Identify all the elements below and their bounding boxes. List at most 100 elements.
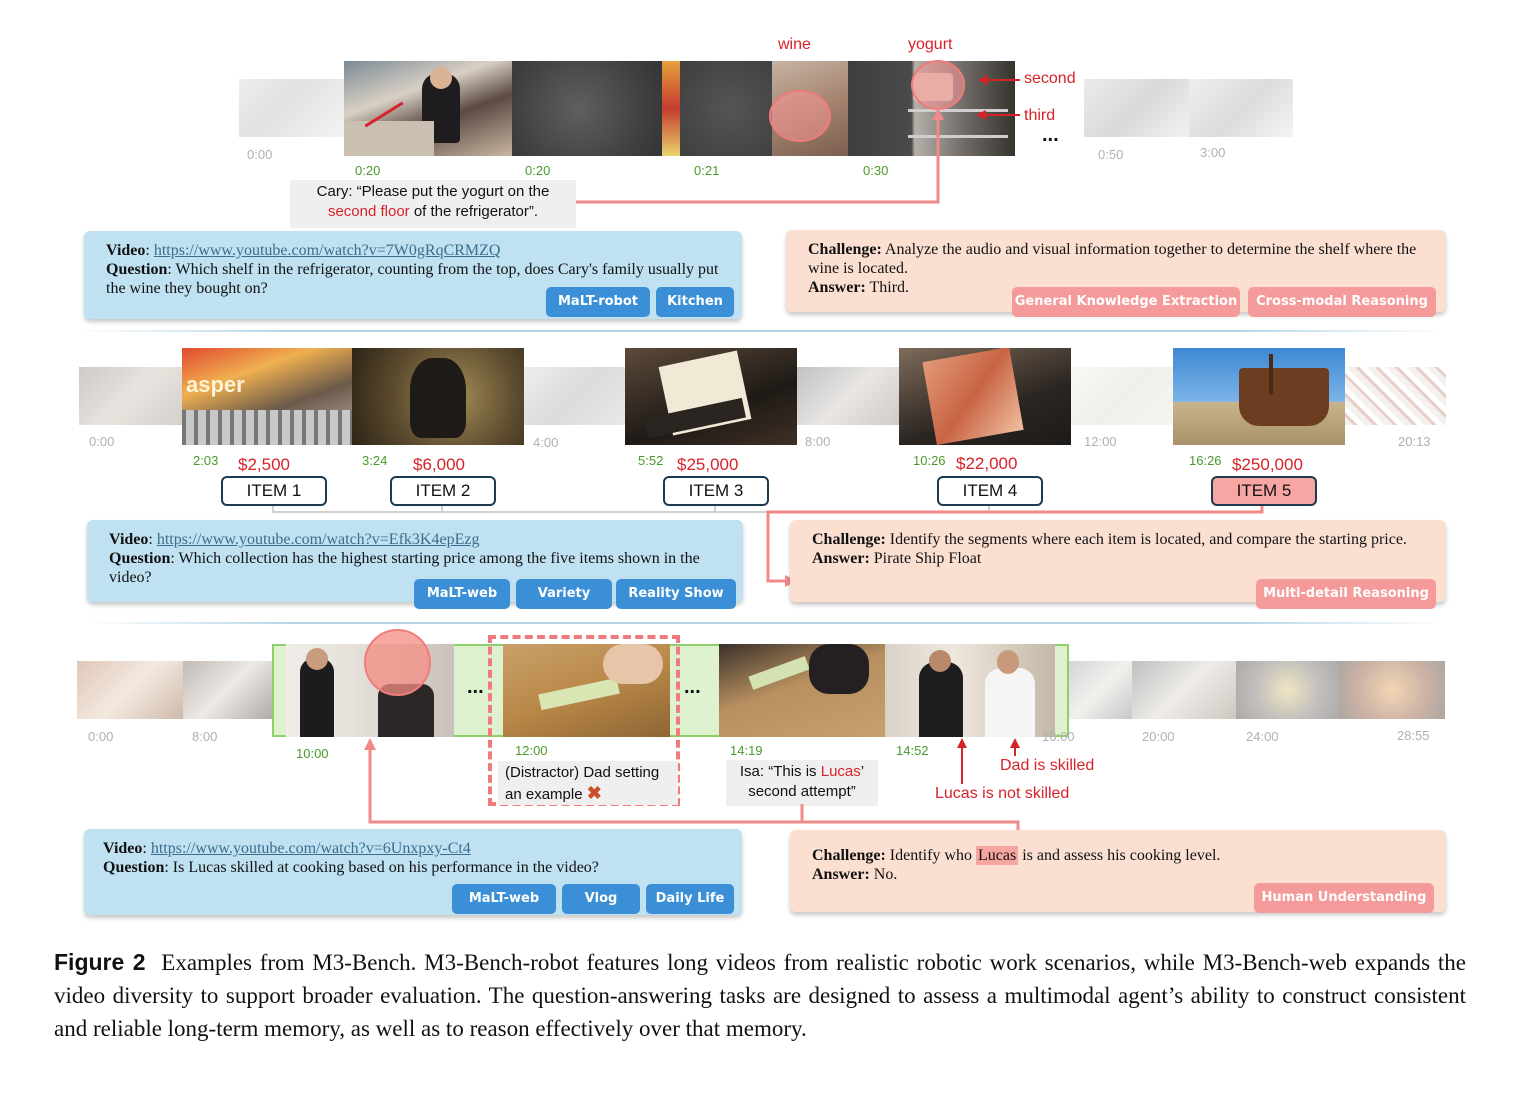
quote-text: of the refrigerator”. bbox=[413, 203, 539, 220]
wine-label: wine bbox=[778, 36, 811, 53]
challenge-text: is and assess his cooking level. bbox=[1022, 847, 1221, 864]
timestamp: 3:00 bbox=[1200, 145, 1226, 160]
item-1-box: ITEM 1 bbox=[221, 476, 327, 506]
frame-thumbnail bbox=[352, 348, 524, 445]
lucas-not-skilled-label: Lucas is not skilled bbox=[935, 785, 1070, 802]
timestamp: 28:55 bbox=[1397, 728, 1430, 743]
frame-thumbnail bbox=[524, 367, 625, 425]
tag-multi-detail-reasoning: Multi-detail Reasoning bbox=[1256, 579, 1436, 609]
frame-thumbnail bbox=[797, 367, 899, 425]
answer-label: Answer: bbox=[808, 279, 866, 296]
frame-thumbnail bbox=[1132, 661, 1236, 719]
distractor-text: (Distractor) Dad setting bbox=[505, 764, 660, 781]
row1-challenge-panel: Challenge: Analyze the audio and visual … bbox=[786, 230, 1446, 317]
challenge-text: Analyze the audio and visual information… bbox=[808, 241, 1417, 277]
quote-highlight: second floor bbox=[327, 203, 410, 220]
item-3-box: ITEM 3 bbox=[663, 476, 769, 506]
quote-text: second attempt” bbox=[748, 783, 856, 800]
ellipsis-text: ... bbox=[684, 676, 701, 698]
answer-label: Answer: bbox=[812, 866, 870, 883]
timestamp: 10:00 bbox=[296, 746, 329, 761]
answer-label: Answer: bbox=[812, 550, 870, 567]
distractor-text: an example bbox=[505, 786, 583, 803]
frame-thumbnail bbox=[1071, 367, 1173, 425]
timestamp: 0:20 bbox=[525, 163, 551, 178]
tag-kitchen: Kitchen bbox=[656, 287, 734, 317]
ellipsis-text: ... bbox=[1042, 124, 1059, 146]
row2-challenge-panel: Challenge: Identify the segments where e… bbox=[790, 520, 1446, 609]
timestamp: 3:24 bbox=[362, 453, 388, 468]
question-label: Question bbox=[106, 261, 168, 278]
challenge-label: Challenge: bbox=[812, 531, 886, 548]
timestamp: 16:26 bbox=[1189, 453, 1222, 468]
timestamp: 12:00 bbox=[1084, 434, 1117, 449]
row1-video-panel: Video: https://www.youtube.com/watch?v=7… bbox=[84, 231, 742, 319]
timestamp: 0:30 bbox=[863, 163, 889, 178]
timestamp: 14:19 bbox=[730, 743, 763, 758]
frame-thumbnail bbox=[1345, 367, 1446, 425]
timestamp: 14:52 bbox=[896, 743, 929, 758]
row-separator bbox=[84, 622, 1446, 624]
challenge-text: Identify who bbox=[889, 847, 972, 864]
video-link[interactable]: https://www.youtube.com/watch?v=7W0gRqCR… bbox=[153, 242, 501, 259]
tag-daily-life: Daily Life bbox=[646, 884, 734, 914]
frame-thumbnail bbox=[77, 661, 183, 719]
figure-label: Figure 2 bbox=[54, 949, 146, 975]
answer-text: No. bbox=[873, 866, 898, 883]
wine-highlight-circle bbox=[769, 90, 831, 142]
answer-text: Third. bbox=[869, 279, 910, 296]
item-2-box: ITEM 2 bbox=[390, 476, 496, 506]
price-label: $6,000 bbox=[413, 455, 465, 474]
question-label: Question bbox=[103, 859, 165, 876]
timestamp: 2:03 bbox=[193, 453, 219, 468]
timestamp: 0:00 bbox=[89, 434, 115, 449]
row3-video-panel: Video: https://www.youtube.com/watch?v=6… bbox=[84, 829, 742, 915]
video-label: Video bbox=[106, 242, 146, 259]
quote-text: Isa: “This is bbox=[739, 763, 817, 780]
frame-thumbnail bbox=[885, 644, 1055, 737]
row3-challenge-panel: Challenge: Identify who Lucas is and ass… bbox=[790, 830, 1446, 913]
timestamp: 8:00 bbox=[192, 729, 218, 744]
timestamp: 0:20 bbox=[355, 163, 381, 178]
tag-cross-modal-reasoning: Cross-modal Reasoning bbox=[1248, 287, 1436, 317]
cross-mark-icon: ✖ bbox=[586, 783, 602, 803]
frame-thumbnail bbox=[719, 644, 885, 737]
challenge-text: Identify the segments where each item is… bbox=[889, 531, 1407, 548]
cary-quote: Cary: “Please put the yogurt on the seco… bbox=[290, 180, 576, 228]
frame-thumbnail bbox=[183, 661, 272, 719]
frame-thumbnail bbox=[1339, 661, 1445, 719]
question-text: Is Lucas skilled at cooking based on his… bbox=[172, 859, 599, 876]
ellipsis-text: ... bbox=[467, 676, 484, 698]
timestamp: 20:00 bbox=[1142, 729, 1175, 744]
answer-text: Pirate Ship Float bbox=[873, 550, 982, 567]
timestamp: 20:13 bbox=[1398, 434, 1431, 449]
row-separator bbox=[76, 330, 1446, 332]
dad-skilled-label: Dad is skilled bbox=[1000, 757, 1095, 774]
timestamp: 10:26 bbox=[913, 453, 946, 468]
price-label: $2,500 bbox=[238, 455, 290, 474]
video-link[interactable]: https://www.youtube.com/watch?v=6Unxpxy-… bbox=[150, 840, 471, 857]
challenge-label: Challenge: bbox=[812, 847, 886, 864]
timestamp: 0:21 bbox=[694, 163, 720, 178]
frame-thumbnail bbox=[1236, 661, 1339, 719]
tag-variety: Variety bbox=[516, 579, 612, 609]
timestamp: 5:52 bbox=[638, 453, 664, 468]
frame-thumbnail bbox=[79, 367, 182, 425]
frame-thumbnail bbox=[1084, 79, 1189, 137]
frame-thumbnail bbox=[1069, 661, 1132, 719]
tag-malt-web: MaLT-web bbox=[414, 579, 510, 609]
frame-thumbnail bbox=[1189, 79, 1293, 137]
quote-text: ’ bbox=[860, 763, 865, 780]
frame-thumbnail bbox=[625, 348, 797, 445]
frame-thumbnail bbox=[503, 644, 670, 737]
video-label: Video bbox=[103, 840, 143, 857]
tag-reality-show: Reality Show bbox=[616, 579, 736, 609]
video-link[interactable]: https://www.youtube.com/watch?v=Efk3K4ep… bbox=[156, 531, 480, 548]
timestamp: 0:00 bbox=[88, 729, 114, 744]
tag-general-knowledge-extraction: General Knowledge Extraction bbox=[1012, 287, 1240, 317]
lucas-highlight-circle bbox=[364, 629, 431, 696]
question-text: Which shelf in the refrigerator, countin… bbox=[106, 261, 719, 297]
timestamp: 12:00 bbox=[515, 743, 548, 758]
frame-thumbnail bbox=[239, 79, 344, 137]
